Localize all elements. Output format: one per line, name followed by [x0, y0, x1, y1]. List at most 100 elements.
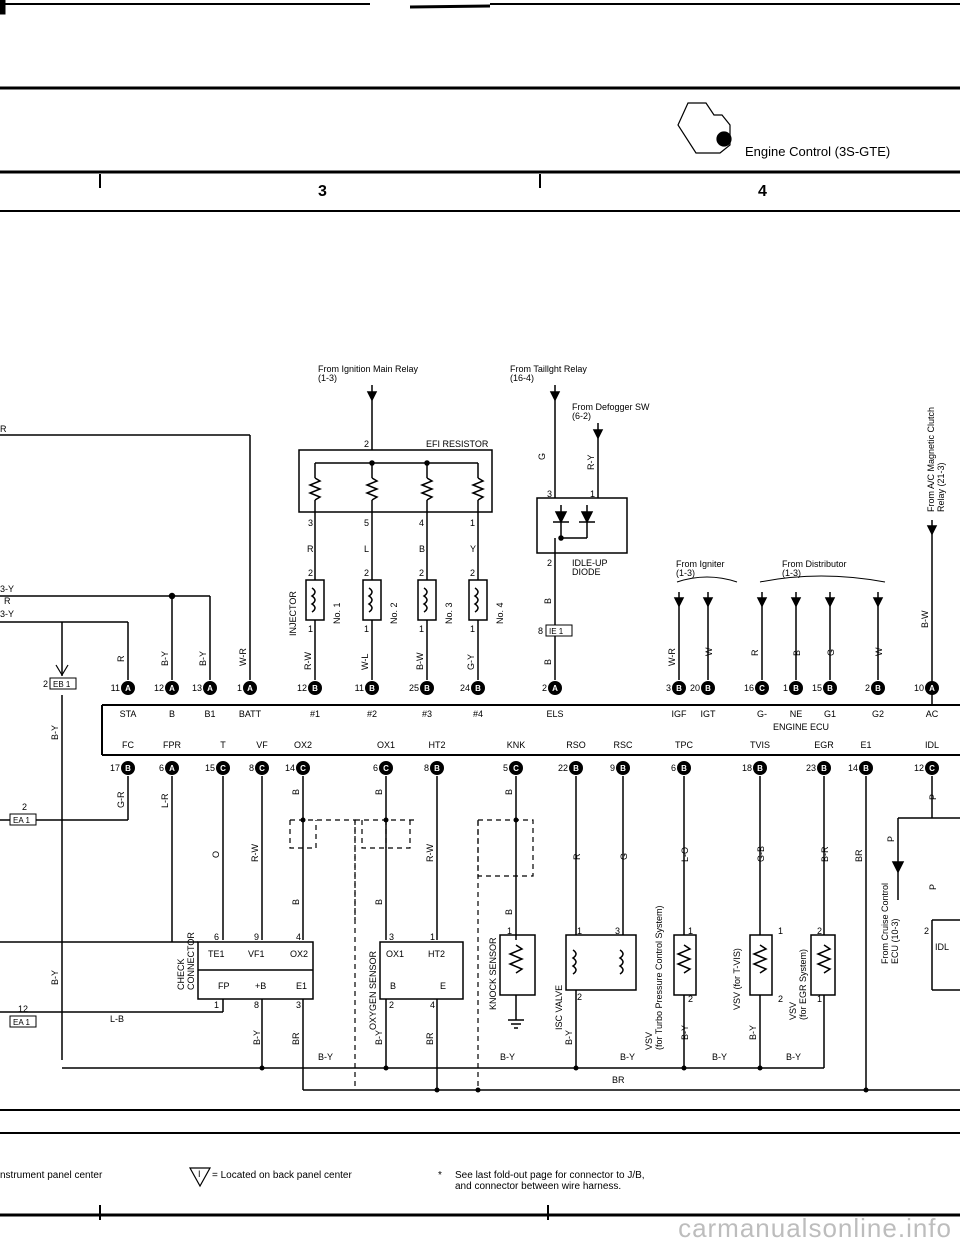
injector-no3: No. 3 — [444, 602, 454, 624]
terminal-name: G- — [757, 709, 767, 719]
terminal-connector-letter: A — [169, 764, 175, 773]
page-title: Engine Control (3S-GTE) — [745, 144, 890, 159]
terminal-pin-number: 11 — [111, 683, 120, 693]
terminal-pin-number: 11 — [355, 683, 364, 693]
wire-label-y-inj4: Y — [470, 544, 476, 554]
ecu-bottom-terminals: B17FCA6FPRC15TC8VFC14OX2C6OX1B8HT2C5KNKB… — [110, 740, 939, 775]
terminal-name: B1 — [204, 709, 215, 719]
wire-label-w-igt: W — [704, 647, 714, 656]
footer-back-panel: = Located on back panel center — [212, 1170, 352, 1181]
svg-text:1: 1 — [364, 624, 369, 634]
terminal-marker — [925, 681, 939, 695]
terminal-connector-letter: A — [125, 684, 131, 693]
terminal-pin-number: 6 — [159, 763, 164, 773]
wire-label-g: G — [537, 453, 547, 460]
terminal-marker — [420, 681, 434, 695]
svg-text:EA 1: EA 1 — [13, 816, 30, 825]
left-wire-y2: 3-Y — [0, 609, 14, 619]
svg-text:+B: +B — [255, 981, 266, 991]
svg-text:1: 1 — [308, 624, 313, 634]
terminal-pin-number: 13 — [192, 683, 202, 693]
terminal-connector-letter: B — [573, 764, 579, 773]
terminal-pin-number: 15 — [205, 763, 215, 773]
svg-text:IE 1: IE 1 — [549, 627, 564, 636]
knock-sensor-label: KNOCK SENSOR — [488, 937, 498, 1010]
source-distributor: From Distributor — [782, 559, 847, 569]
wire-label-rw: R-W — [303, 652, 313, 670]
wire-label-bw: B-W — [415, 652, 425, 670]
terminal-name: #4 — [473, 709, 483, 719]
svg-text:4: 4 — [419, 518, 424, 528]
efi-resistor-label: EFI RESISTOR — [426, 439, 489, 449]
svg-text:3: 3 — [308, 518, 313, 528]
terminal-name: RSO — [566, 740, 586, 750]
terminal-pin-number: 24 — [460, 683, 470, 693]
wire-label-br-ht2: BR — [425, 1032, 435, 1045]
footer-note-2: and connector between wire harness. — [455, 1181, 622, 1192]
bottom-junction-dots — [259, 817, 869, 1093]
svg-text:1: 1 — [817, 994, 822, 1004]
wire-label-by-tvis: B-Y — [748, 1025, 758, 1040]
wire-label-b-ie: B — [543, 598, 553, 604]
terminal-name: NE — [790, 709, 803, 719]
wire-label-bw-ac: B-W — [920, 610, 930, 628]
svg-text:OX2: OX2 — [290, 949, 308, 959]
terminal-marker — [165, 681, 179, 695]
svg-text:VF1: VF1 — [248, 949, 265, 959]
wire-label-gb: G-B — [756, 846, 766, 862]
terminal-connector-letter: C — [220, 764, 226, 773]
wire-label-r-sta: R — [116, 655, 126, 662]
terminal-pin-number: 8 — [249, 763, 254, 773]
svg-text:3: 3 — [615, 926, 620, 936]
igniter-distributor-wiring — [673, 575, 886, 680]
svg-text:12: 12 — [18, 1004, 28, 1014]
top-rules — [0, 0, 960, 212]
terminal-name: VF — [256, 740, 268, 750]
bus-label-by1: B-Y — [318, 1052, 333, 1062]
wire-label-l-inj2: L — [364, 544, 369, 554]
wire-label-b-knk1: B — [504, 789, 514, 795]
idl-box-label: IDL — [935, 942, 949, 952]
svg-text:OX1: OX1 — [386, 949, 404, 959]
source-ac-clutch-ref: Relay (21-3) — [936, 462, 946, 512]
terminal-connector-letter: C — [759, 684, 765, 693]
terminal-marker — [925, 761, 939, 775]
terminal-pin-number: 17 — [110, 763, 120, 773]
svg-text:2: 2 — [778, 994, 783, 1004]
source-ignition-relay-ref: (1-3) — [318, 373, 337, 383]
svg-text:2: 2 — [22, 802, 27, 812]
terminal-pin-number: 23 — [806, 763, 816, 773]
terminal-marker — [672, 681, 686, 695]
terminal-name: IGT — [701, 709, 717, 719]
footer-marker-i: I — [198, 1169, 201, 1179]
source-ignition-relay: From Ignition Main Relay — [318, 364, 419, 374]
wire-label-g-g1: G — [826, 649, 836, 656]
terminal-name: E1 — [860, 740, 871, 750]
terminal-name: IDL — [925, 740, 939, 750]
terminal-name: OX1 — [377, 740, 395, 750]
wire-label-o-t: O — [211, 851, 221, 858]
wire-label-p3: P — [928, 884, 938, 890]
terminal-name: ELS — [546, 709, 563, 719]
terminal-pin-number: 12 — [297, 683, 307, 693]
svg-text:TE1: TE1 — [208, 949, 225, 959]
terminal-name: BATT — [239, 709, 262, 719]
terminal-connector-letter: B — [681, 764, 687, 773]
terminal-pin-number: 2 — [865, 683, 870, 693]
svg-text:EA 1: EA 1 — [13, 1018, 30, 1027]
terminal-name: STA — [120, 709, 137, 719]
terminal-marker — [509, 761, 523, 775]
component-symbols — [508, 850, 905, 974]
svg-text:1: 1 — [688, 926, 693, 936]
svg-text:1: 1 — [507, 926, 512, 936]
watermark: carmanualsonline.info — [678, 1213, 952, 1243]
terminal-pin-number: 3 — [666, 683, 671, 693]
wire-label-g-rsc: G — [619, 853, 629, 860]
